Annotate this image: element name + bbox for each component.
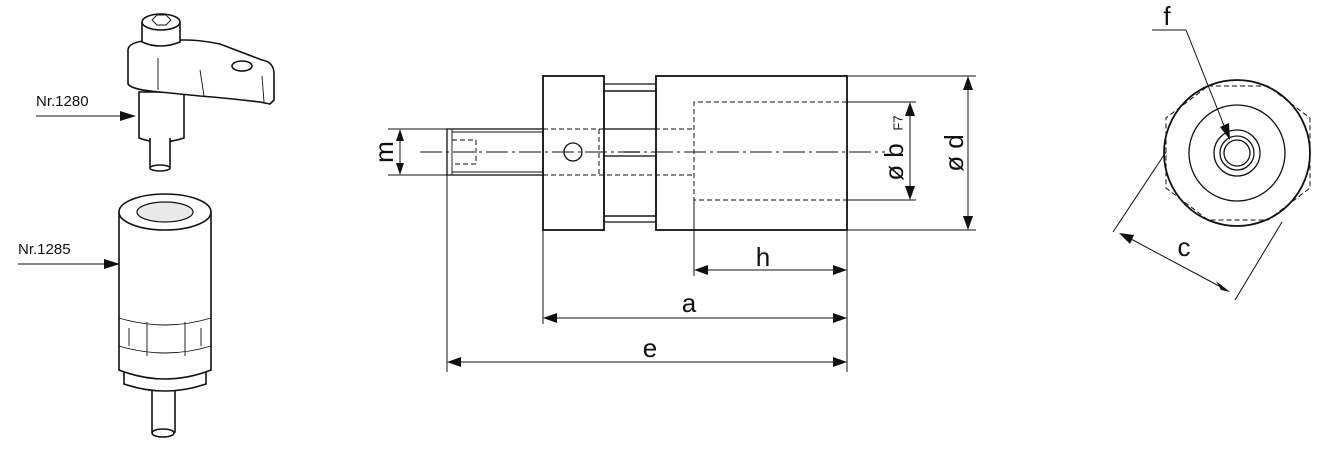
dimension-m: m bbox=[369, 128, 447, 176]
dimension-a: a bbox=[542, 230, 848, 324]
dimension-d: ø d bbox=[847, 75, 976, 231]
callout-lower: Nr.1285 bbox=[18, 241, 120, 269]
dimension-e: e bbox=[446, 175, 848, 372]
label-m: m bbox=[369, 141, 399, 163]
label-h: h bbox=[756, 242, 770, 272]
label-a: a bbox=[682, 288, 697, 318]
dimension-c: c bbox=[1112, 151, 1283, 301]
end-view bbox=[1163, 79, 1311, 227]
label-c: c bbox=[1178, 232, 1191, 262]
label-f: f bbox=[1163, 1, 1171, 31]
label-b-tolerance: F7 bbox=[891, 115, 906, 130]
label-d: ø d bbox=[939, 134, 969, 172]
isometric-lower-part bbox=[118, 193, 212, 438]
callout-label-lower: Nr.1285 bbox=[18, 241, 71, 258]
side-elevation bbox=[420, 75, 885, 231]
callout-upper: Nr.1280 bbox=[36, 93, 136, 121]
callout-label-upper: Nr.1280 bbox=[36, 93, 89, 110]
label-e: e bbox=[643, 333, 657, 363]
dimension-h: h bbox=[693, 200, 848, 276]
label-b: ø b bbox=[879, 143, 909, 181]
isometric-upper-part bbox=[127, 13, 275, 172]
dimension-b: ø b F7 bbox=[847, 101, 916, 201]
dimension-f: f bbox=[1152, 1, 1230, 140]
